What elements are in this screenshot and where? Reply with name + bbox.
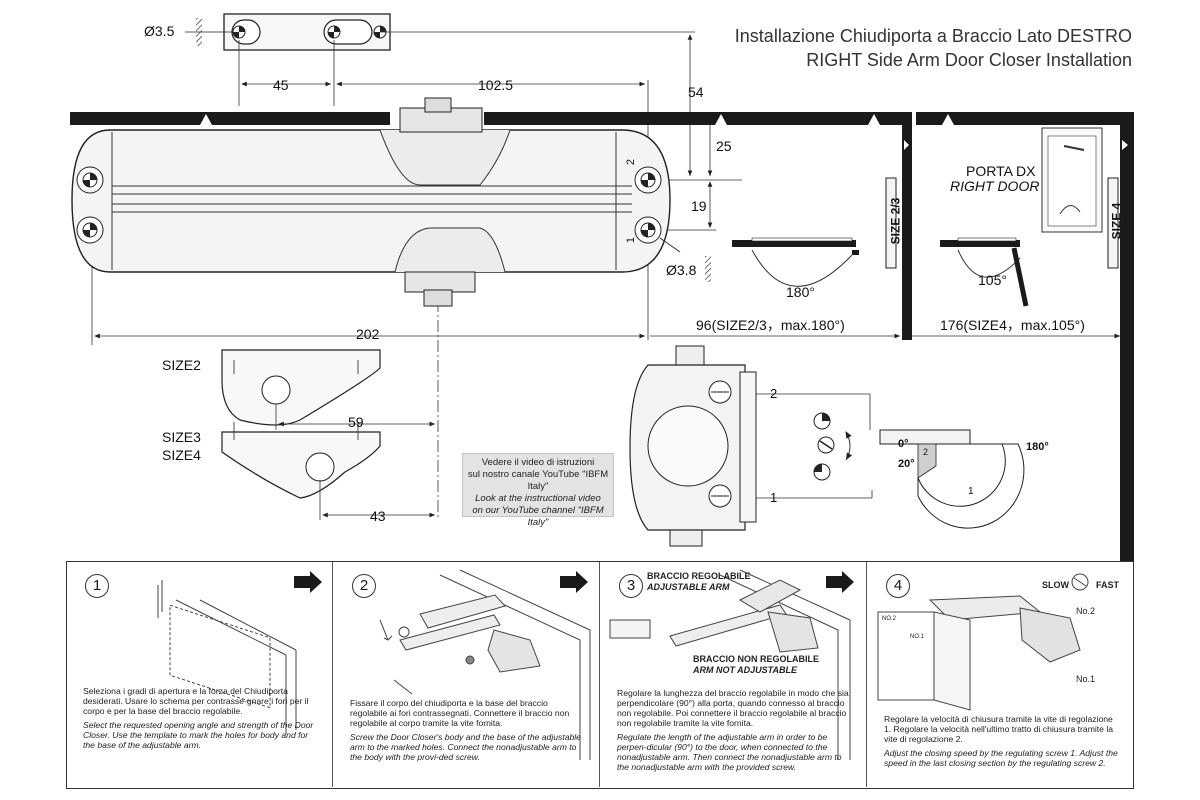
bracket-size3-4 [221,404,435,520]
size4-tag: SIZE 4 [1109,202,1124,240]
dim-102-5-label: 102.5 [478,77,514,93]
step-4-text-it: Regolare la velocità di chiusura tramite… [884,714,1114,744]
adjustable-arm-label-it: BRACCIO REGOLABILE [647,571,751,581]
screw-hole-icon [327,25,341,39]
deg-20-label: 20° [898,458,915,470]
bracket-size2-label: SIZE2 [162,357,201,373]
step-4-text: Regolare la velocità di chiusura tramite… [884,714,1119,768]
title-english: RIGHT Side Arm Door Closer Installation [806,50,1132,70]
step1-illustration [157,580,297,734]
speed-zone-arc [879,429,1025,529]
slow-label: SLOW [1042,580,1069,590]
size23-tag: SIZE 2/3 [888,197,903,245]
step-3-number: 3 [619,574,643,598]
dim-59-label: 59 [348,414,364,430]
nonadjustable-arm-label-it: BRACCIO NON REGOLABILE [693,654,819,664]
door-label-english: RIGHT DOOR [950,178,1040,194]
door-no2-label: NO.2 [882,616,897,622]
valve-marker-2: 2 [770,386,778,401]
hole-mark-2: 2 [625,158,638,166]
zone-2-label: 2 [923,447,929,457]
step-1: 1 Seleziona i gradi di apertura e la for… [67,562,333,787]
step-2: 2 Fissare il corpo del chiudiporta e la … [334,562,600,787]
dim-54-label: 54 [688,84,704,100]
step4-illustration [877,573,1089,711]
step-3-text-it: Regolare la lunghezza del braccio regola… [617,688,849,728]
title-italian: Installazione Chiudiporta a Braccio Lato… [734,26,1132,46]
step2-illustration [379,569,591,760]
angle-180-label: 180° [786,284,815,300]
video-note-line4: on our YouTube channel "IBFM Italy" [472,505,604,528]
door-closer-body [71,97,671,307]
step-3-text: Regolare la lunghezza del braccio regola… [617,688,852,772]
screw-slot-icon [817,436,835,454]
screw-no2-label: No.2 [1076,606,1096,616]
hole-diameter-large-label: Ø3.8 [666,262,697,278]
size23-opening-note: 96(SIZE2/3，max.180°) [696,317,845,333]
video-note-line2: sul nostro canale YouTube "IBFM Italy" [467,469,609,492]
adjustable-arm-label-en: ADJUSTABLE ARM [647,582,730,592]
door-swing-size2-3 [732,177,897,287]
zone-1-label: 1 [968,486,974,497]
step-4-text-en: Adjust the closing speed by the regulati… [884,748,1118,768]
step-2-text-it: Fissare il corpo del chiudiporta e la ba… [350,698,570,728]
screw-hole-icon [76,166,104,194]
step-1-text: Seleziona i gradi di apertura e la forza… [83,686,318,750]
step3-illustration [609,569,851,760]
screw-hole-icon [232,25,246,39]
door-swing-size4 [940,127,1119,307]
deg-180-label: 180° [1026,441,1049,453]
closer-side-view [629,345,873,547]
screw-hole-icon [634,216,662,244]
step-2-text-en: Screw the Door Closer's body and the bas… [350,732,581,762]
fast-label: FAST [1096,580,1120,590]
valve-marker-1: 1 [770,490,778,505]
dim-19-label: 19 [691,198,707,214]
door-no1-label: NO.1 [910,634,925,640]
door-label-italian: PORTA DX [966,163,1036,179]
screw-no1-label: No.1 [1076,674,1096,684]
step-arrows [294,571,854,593]
step-1-number: 1 [85,574,109,598]
step-3: 3 BRACCIO REGOLABILE ADJUSTABLE ARM BRAC… [601,562,867,787]
step-4-number: 4 [886,574,910,598]
bracket-size2 [221,349,381,426]
size4-opening-note: 176(SIZE4，max.105°) [940,317,1085,333]
installation-steps-panel: 1 Seleziona i gradi di apertura e la for… [66,561,1134,789]
screw-hole-icon [634,166,662,194]
step-3-text-en: Regulate the length of the adjustable ar… [617,732,842,772]
screw-hole-icon [76,216,104,244]
step-1-text-en: Select the requested opening angle and s… [83,720,314,750]
bracket-size4-label: SIZE4 [162,447,201,463]
valve-adjust-icons [813,412,853,481]
dim-25-label: 25 [716,138,732,154]
step-2-number: 2 [352,574,376,598]
video-note-line3: Look at the instructional video [475,493,601,504]
youtube-video-note: Vedere il video di istruzioni sul nostro… [462,453,614,528]
nonadjustable-arm-label-en: ARM NOT ADJUSTABLE [693,665,797,675]
dim-43-label: 43 [370,508,386,524]
wall-section [70,112,1134,562]
bracket-size3-label: SIZE3 [162,429,201,445]
video-note-line1: Vedere il video di istruzioni [481,457,595,468]
valve-half-icon [813,412,831,430]
dim-45-label: 45 [273,77,289,93]
dim-202-label: 202 [356,326,380,342]
hole-diameter-small-label: Ø3.5 [144,23,175,39]
angle-105-label: 105° [978,272,1007,288]
valve-quarter-icon [813,463,831,481]
step-4: 4 SLOW FAST No.2 No.1 NO.2 NO.1 Regolare… [868,562,1134,787]
deg-0-label: 0° [898,438,909,450]
body-screw-holes [76,166,711,282]
hole-mark-1: 1 [625,236,638,244]
step-1-text-it: Seleziona i gradi di apertura e la forza… [83,686,309,716]
step-2-text: Fissare il corpo del chiudiporta e la ba… [350,698,585,762]
mounting-plate-template [185,13,391,51]
